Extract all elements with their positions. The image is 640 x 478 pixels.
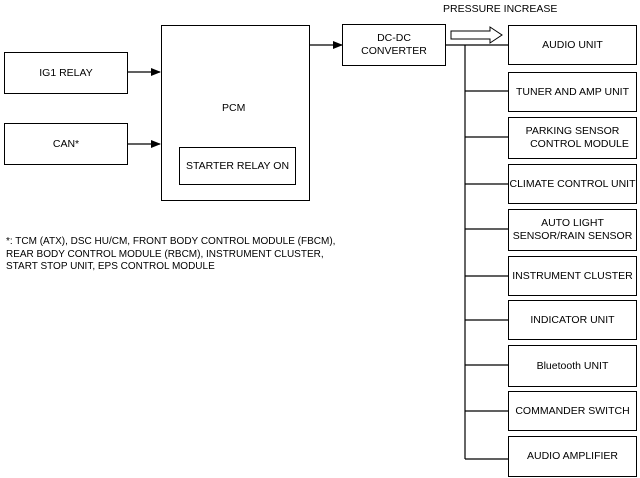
unit-label: AUDIO AMPLIFIER	[526, 450, 619, 462]
unit-label: AUTO LIGHT	[541, 217, 604, 229]
unit-audio-amplifier: AUDIO AMPLIFIER	[508, 436, 637, 477]
dcdc-converter-box: DC-DC CONVERTER	[342, 24, 446, 66]
pressure-increase-arrow	[450, 26, 503, 44]
unit-label: COMMANDER SWITCH	[515, 404, 630, 417]
footnote-line: REAR BODY CONTROL MODULE (RBCM), INSTRUM…	[6, 248, 324, 260]
unit-climate-control: CLIMATE CONTROL UNIT	[508, 164, 637, 204]
pressure-increase-label: PRESSURE INCREASE	[443, 3, 558, 15]
unit-label: INDICATOR UNIT	[530, 313, 615, 326]
unit-label: Bluetooth UNIT	[536, 359, 609, 372]
footnote-line: START STOP UNIT, EPS CONTROL MODULE	[6, 261, 215, 272]
unit-label: PARKING SENSOR	[525, 125, 620, 137]
unit-parking-sensor: PARKING SENSOR CONTROL MODULE	[508, 117, 637, 159]
unit-indicator: INDICATOR UNIT	[508, 300, 637, 340]
footnote-line: *: TCM (ATX), DSC HU/CM, FRONT BODY CONT…	[6, 236, 336, 247]
unit-label-line2: SENSOR/RAIN SENSOR	[512, 230, 633, 242]
pcm-label: PCM	[222, 102, 246, 114]
starter-relay-box: STARTER RELAY ON	[179, 147, 296, 185]
ig1-relay-label: IG1 RELAY	[39, 66, 93, 79]
unit-instrument-cluster: INSTRUMENT CLUSTER	[508, 256, 637, 296]
footnote: *: TCM (ATX), DSC HU/CM, FRONT BODY CONT…	[6, 236, 335, 274]
unit-auto-light: AUTO LIGHT SENSOR/RAIN SENSOR	[508, 209, 637, 251]
unit-label: INSTRUMENT CLUSTER	[512, 269, 633, 282]
unit-label: TUNER AND AMP UNIT	[516, 85, 629, 98]
unit-branches	[465, 90, 508, 460]
unit-label-line2: CONTROL MODULE	[530, 138, 629, 150]
can-box: CAN*	[4, 123, 128, 165]
dcdc-converter-label: DC-DC CONVERTER	[361, 32, 427, 57]
unit-label: AUDIO UNIT	[542, 38, 603, 51]
ig1-relay-box: IG1 RELAY	[4, 52, 128, 94]
unit-commander-switch: COMMANDER SWITCH	[508, 391, 637, 431]
unit-bluetooth: Bluetooth UNIT	[508, 345, 637, 387]
unit-label: CLIMATE CONTROL UNIT	[509, 177, 636, 190]
pcm-box: PCM STARTER RELAY ON	[161, 25, 310, 201]
can-label: CAN*	[52, 137, 80, 150]
unit-tuner-amp: TUNER AND AMP UNIT	[508, 72, 637, 112]
unit-audio: AUDIO UNIT	[508, 25, 637, 65]
starter-relay-label: STARTER RELAY ON	[185, 159, 290, 172]
